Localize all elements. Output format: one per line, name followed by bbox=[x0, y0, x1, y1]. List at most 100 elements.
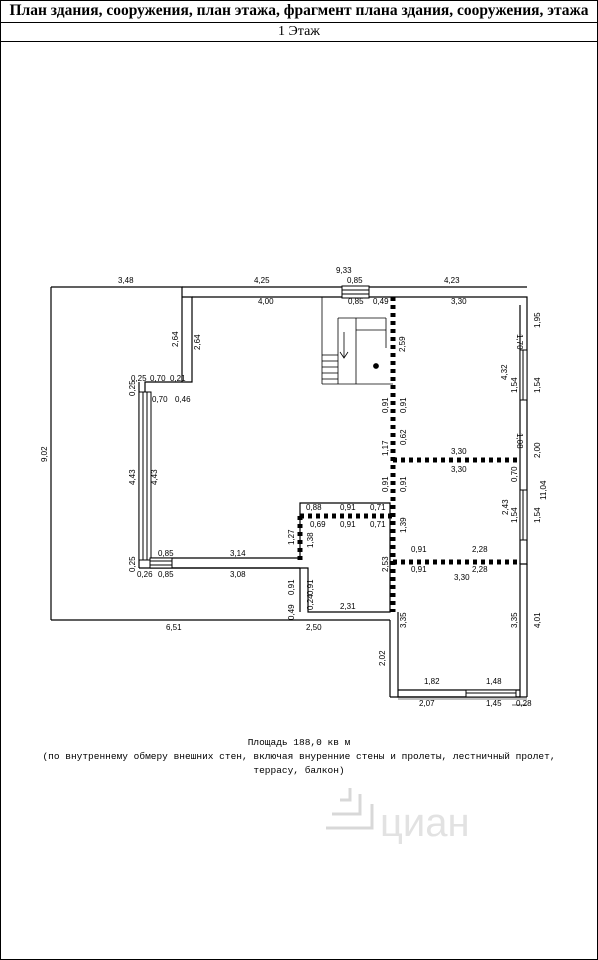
dim-right-170: 1,70 bbox=[515, 334, 524, 350]
dim-mid-253: 2,53 bbox=[381, 556, 390, 572]
dim-right-154c: 1,54 bbox=[510, 507, 519, 523]
dim-left-085a: 0,85 bbox=[158, 549, 174, 558]
window-top bbox=[341, 285, 370, 299]
dimension-labels-vertical: 9,02 2,64 2,64 0,25 4,43 4,43 0,25 2,59 … bbox=[40, 312, 548, 666]
dim-right-195: 1,95 bbox=[533, 312, 542, 328]
window-left bbox=[138, 391, 152, 561]
dim-left-026: 0,26 bbox=[137, 570, 153, 579]
right-block-outline bbox=[390, 296, 528, 698]
area-note-line2: террасу, балкон) bbox=[253, 765, 345, 776]
dim-left-021: 0,21 bbox=[170, 374, 186, 383]
dim-bot-207: 2,07 bbox=[419, 699, 435, 708]
dim-left-070b: 0,70 bbox=[152, 395, 168, 404]
dim-mid-091d: 0,91 bbox=[399, 476, 408, 492]
dim-mid-071a: 0,71 bbox=[370, 503, 386, 512]
dim-mid-071b: 0,71 bbox=[370, 520, 386, 529]
dim-mid-091c: 0,91 bbox=[381, 476, 390, 492]
dim-left-308: 3,08 bbox=[230, 570, 246, 579]
dim-mid-228a: 2,28 bbox=[472, 545, 488, 554]
dim-right-200: 2,00 bbox=[533, 442, 542, 458]
dim-bot-335: 3,35 bbox=[399, 612, 408, 628]
dim-mid-138: 1,38 bbox=[306, 532, 315, 548]
dim-mid-049: 0,49 bbox=[287, 604, 296, 620]
dim-bot-651: 6,51 bbox=[166, 623, 182, 632]
dim-right-401: 4,01 bbox=[533, 612, 542, 628]
dim-left-902: 9,02 bbox=[40, 446, 49, 462]
dim-mid-091f: 0,91 bbox=[340, 520, 356, 529]
staircase bbox=[321, 297, 393, 385]
dim-right-070: 0,70 bbox=[510, 466, 519, 482]
dim-left-443b: 4,43 bbox=[150, 469, 159, 485]
building-outline bbox=[51, 286, 183, 382]
dim-right-154a: 1,54 bbox=[510, 377, 519, 393]
dim-mid-231: 2,31 bbox=[340, 602, 356, 611]
cian-watermark: циан bbox=[318, 780, 518, 860]
dim-mid-024: 0,24 bbox=[306, 594, 315, 610]
dim-inner-330: 3,30 bbox=[451, 297, 467, 306]
dim-bot-202: 2,02 bbox=[378, 650, 387, 666]
dim-mid-139: 1,39 bbox=[399, 517, 408, 533]
cian-logo-icon: циан bbox=[326, 788, 470, 845]
dim-mid-091j: 0,91 bbox=[306, 579, 315, 595]
floor-label: 1 Этаж bbox=[0, 23, 598, 42]
watermark-text: циан bbox=[380, 801, 470, 845]
dim-inner-400: 4,00 bbox=[258, 297, 274, 306]
dim-left-025b: 0,25 bbox=[128, 380, 137, 396]
dim-mid-062: 0,62 bbox=[399, 429, 408, 445]
dim-inner-049: 0,49 bbox=[373, 297, 389, 306]
dim-mid-091h: 0,91 bbox=[411, 565, 427, 574]
partition-walls bbox=[297, 297, 520, 612]
dim-inner-085: 0,85 bbox=[348, 297, 364, 306]
dim-left-046: 0,46 bbox=[175, 395, 191, 404]
dim-mid-330a: 3,30 bbox=[451, 447, 467, 456]
dim-left-443a: 4,43 bbox=[128, 469, 137, 485]
dim-left-025c: 0,25 bbox=[128, 556, 137, 572]
dim-mid-069: 0,69 bbox=[310, 520, 326, 529]
dim-mid-091i: 0,91 bbox=[287, 579, 296, 595]
document-title: План здания, сооружения, план этажа, фра… bbox=[0, 0, 598, 23]
dim-left-264a: 2,64 bbox=[171, 331, 180, 347]
dim-right-335a: 3,35 bbox=[510, 612, 519, 628]
stair-marker bbox=[373, 363, 379, 369]
area-note-line1: (по внутреннему обмеру внешних стен, вкл… bbox=[42, 751, 556, 762]
area-text: Площадь 188,0 кв м bbox=[247, 737, 351, 748]
dim-top-total: 9,33 bbox=[336, 266, 352, 275]
window-left-small bbox=[149, 557, 173, 569]
dim-left-070a: 0,70 bbox=[150, 374, 166, 383]
dim-right-432: 4,32 bbox=[500, 364, 509, 380]
dim-mid-259: 2,59 bbox=[398, 336, 407, 352]
dim-mid-330b: 3,30 bbox=[451, 465, 467, 474]
dim-top-left: 3,48 bbox=[118, 276, 134, 285]
dim-mid-117: 1,17 bbox=[381, 440, 390, 456]
dim-top-right: 4,23 bbox=[444, 276, 460, 285]
dim-right-243: 2,43 bbox=[501, 499, 510, 515]
dim-mid-127: 1,27 bbox=[287, 529, 296, 545]
dim-right-154b: 1,54 bbox=[533, 377, 542, 393]
dim-mid-091b: 0,91 bbox=[399, 397, 408, 413]
dimension-lines bbox=[398, 698, 527, 706]
dim-bot-148: 1,48 bbox=[486, 677, 502, 686]
dim-left-314: 3,14 bbox=[230, 549, 246, 558]
windows bbox=[138, 285, 528, 698]
dim-right-1104: 11,04 bbox=[539, 480, 548, 500]
outer-walls bbox=[50, 286, 528, 698]
dimension-labels: 3,48 4,25 9,33 0,85 4,23 4,00 0,85 0,49 … bbox=[118, 266, 532, 708]
dim-mid-088: 0,88 bbox=[306, 503, 322, 512]
dim-bot-028: 0,28 bbox=[516, 699, 532, 708]
dim-bot-145: 1,45 bbox=[486, 699, 502, 708]
dim-mid-330c: 3,30 bbox=[454, 573, 470, 582]
dim-left-085b: 0,85 bbox=[158, 570, 174, 579]
dim-mid-091g: 0,91 bbox=[411, 545, 427, 554]
dim-left-025a: 0,25 bbox=[131, 374, 147, 383]
dim-left-264b: 2,64 bbox=[193, 334, 202, 350]
dim-mid-228b: 2,28 bbox=[472, 565, 488, 574]
dim-right-154d: 1,54 bbox=[533, 507, 542, 523]
dim-top-window: 0,85 bbox=[347, 276, 363, 285]
wall-left-upper-outline bbox=[144, 296, 391, 613]
dim-mid-091a: 0,91 bbox=[381, 397, 390, 413]
dim-right-108: 1,08 bbox=[515, 433, 524, 449]
dim-top-mid: 4,25 bbox=[254, 276, 270, 285]
dim-bot-182: 1,82 bbox=[424, 677, 440, 686]
dim-bot-250: 2,50 bbox=[306, 623, 322, 632]
